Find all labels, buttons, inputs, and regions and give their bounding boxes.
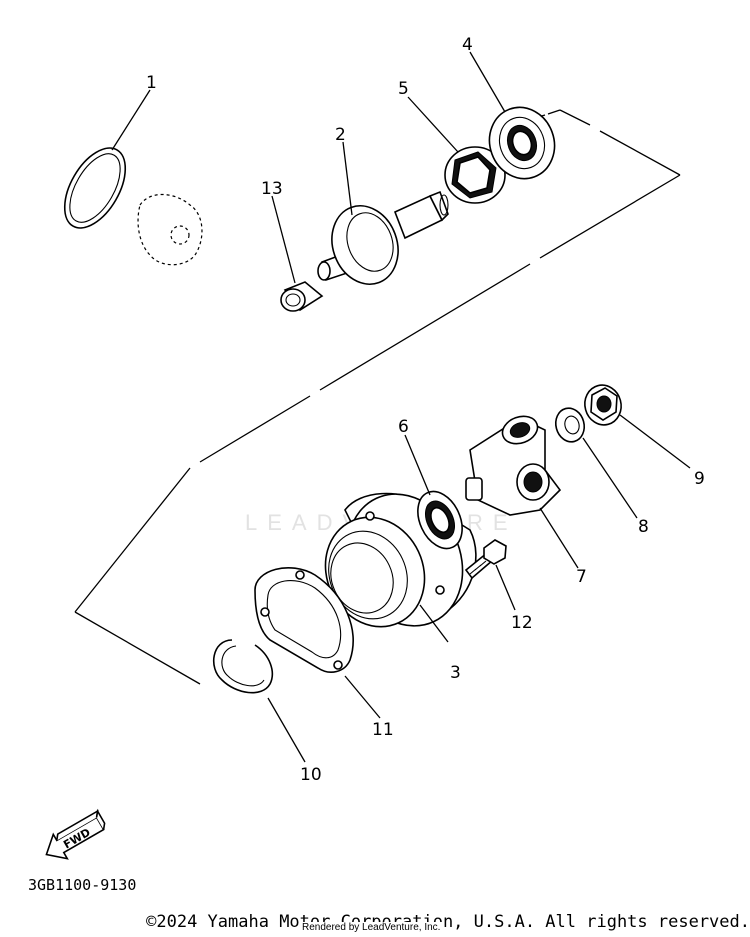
part-2-gear-shaft[interactable] (317, 190, 449, 294)
callout-10: 10 (300, 765, 322, 785)
part-12-bolt[interactable] (464, 539, 507, 580)
callout-4: 4 (462, 35, 473, 55)
part-6-oil-seal[interactable] (409, 484, 471, 555)
part-4-ball-bearing[interactable] (480, 98, 565, 188)
copyright-notice: ©2024 Yamaha Motor Corporation, U.S.A. A… (146, 912, 750, 932)
callout-leader-lines (111, 51, 691, 763)
callout-8: 8 (638, 517, 649, 537)
callout-3: 3 (450, 663, 461, 683)
part-1-o-ring[interactable] (52, 138, 138, 238)
callout-labels: 1 2 3 4 5 6 7 8 9 10 11 12 13 (146, 35, 705, 785)
callout-9: 9 (694, 469, 705, 489)
reference-gear-outline (137, 193, 203, 266)
part-10-circlip[interactable] (213, 639, 274, 694)
callout-1: 1 (146, 73, 157, 93)
diagram-code: 3GB1100-9130 (28, 876, 137, 894)
part-5-oil-seal[interactable] (444, 146, 506, 204)
callout-6: 6 (398, 417, 409, 437)
callout-12: 12 (511, 613, 533, 633)
part-13-needle-bearing[interactable] (280, 281, 324, 312)
fwd-arrow-icon: FWD (45, 808, 106, 860)
part-8-washer[interactable] (552, 405, 588, 445)
callout-2: 2 (335, 125, 346, 145)
callout-7: 7 (576, 567, 587, 587)
part-9-flange-nut[interactable] (580, 381, 625, 429)
part-11-gasket[interactable] (254, 567, 354, 673)
callout-5: 5 (398, 79, 409, 99)
part-7-universal-joint-yoke[interactable] (465, 412, 562, 516)
rendered-by-text: Rendered by LeadVenture, Inc. (300, 922, 443, 933)
callout-13: 13 (261, 179, 283, 199)
callout-11: 11 (372, 720, 394, 740)
